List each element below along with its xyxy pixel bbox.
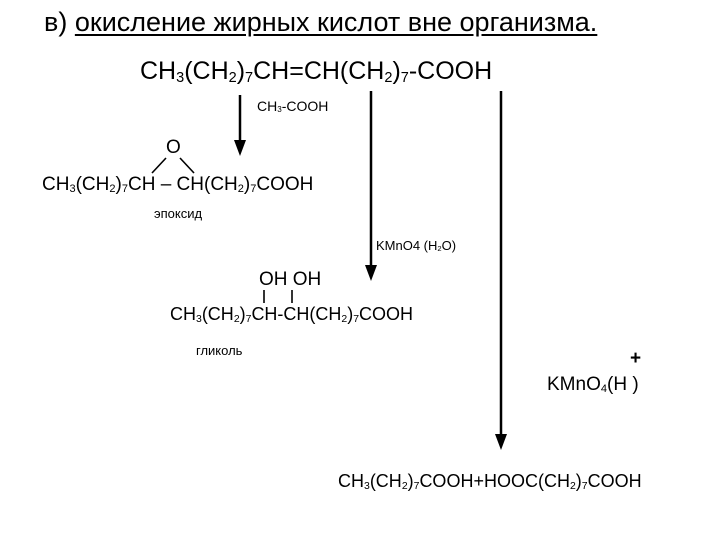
arrow-to-products [495,91,507,450]
reagent-peracetic-acid: CH3-COOH [257,98,329,115]
glycol-label: гликоль [196,343,243,358]
proton-charge-sign: + [630,348,642,369]
epoxide-bond-right [179,157,195,174]
epoxide-bond-left [151,157,167,174]
arrow-to-glycol [365,91,377,281]
reagent-kmno4-water: KMnO4 (H2O) [376,238,457,254]
slide-title: в) окисление жирных кислот вне организма… [44,9,597,36]
epoxide-oxygen: O [166,137,181,158]
epoxide-label: эпоксид [154,206,203,221]
arrow-to-epoxide [234,95,246,156]
start-formula: CH3(CH2)7CH=CH(CH2)7-COOH [140,57,493,86]
glycol-formula: CH3(CH2)7CH-CH(CH2)7COOH [170,304,414,325]
epoxide-formula: CH3(CH2)7CH – CH(CH2)7COOH [42,174,314,195]
title-prefix: в) [44,7,68,37]
cleavage-products: CH3(CH2)7COOH+HOOC(CH2)7COOH [338,471,642,492]
reagent-kmno4-acid: KMnO4(H ) [547,374,639,395]
title-text: окисление жирных кислот вне организма. [74,7,598,37]
glycol-hydroxyls: OH OH [259,269,322,290]
